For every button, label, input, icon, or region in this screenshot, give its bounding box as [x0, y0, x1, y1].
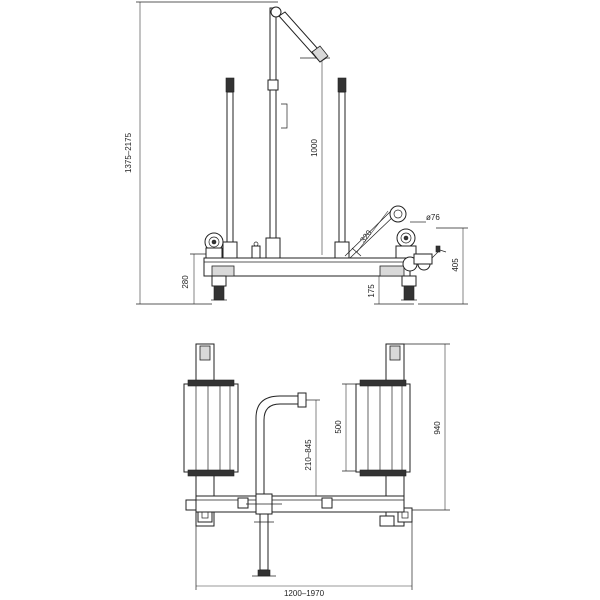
cradle-arm	[344, 205, 447, 272]
top-view: 940 500 210–845 1200–1970	[183, 343, 450, 598]
arm-label: 320	[358, 228, 374, 244]
dimension-handle: 210–845	[304, 399, 320, 496]
depth-label: 940	[433, 421, 442, 435]
frame-height-label: 280	[181, 275, 190, 289]
beam-socket-left	[237, 497, 249, 509]
right-upright	[334, 77, 350, 259]
dimension-mast: 1000	[300, 57, 330, 255]
beam-socket-right	[321, 497, 333, 509]
mast-height-label: 1000	[310, 139, 319, 157]
side-view: 1375–2175 1000 280 175 405	[124, 1, 468, 305]
left-roller	[183, 379, 239, 477]
mast-knob-icon	[270, 6, 282, 18]
right-roller	[355, 379, 411, 477]
width-label: 1200–1970	[284, 589, 325, 598]
caster-label: 175	[367, 284, 376, 298]
curved-handle	[255, 392, 307, 497]
cradle-height-label: 405	[451, 258, 460, 272]
left-upright	[222, 77, 238, 259]
left-bracket	[211, 265, 235, 277]
base-frame	[203, 257, 411, 277]
dimension-arm: 320	[351, 210, 389, 257]
dimension-total-height: 1375–2175	[124, 1, 278, 305]
center-fitting	[251, 245, 261, 259]
center-jack	[246, 493, 282, 577]
left-clamp	[204, 232, 224, 259]
cross-beam	[195, 495, 405, 513]
boom-arm	[278, 11, 329, 63]
dimension-depth: 940	[404, 343, 450, 511]
diameter-label: ø76	[426, 213, 440, 222]
roller-label: 500	[334, 420, 343, 434]
dimension-diameter: ø76	[410, 213, 440, 223]
right-caster	[401, 275, 417, 301]
handle-label: 210–845	[304, 439, 313, 471]
dimension-cradle-height: 405	[418, 227, 468, 305]
right-bracket	[379, 265, 405, 277]
total-height-label: 1375–2175	[124, 132, 133, 173]
center-mast	[265, 6, 288, 259]
left-caster	[211, 275, 227, 301]
dimension-width: 1200–1970	[195, 522, 413, 598]
